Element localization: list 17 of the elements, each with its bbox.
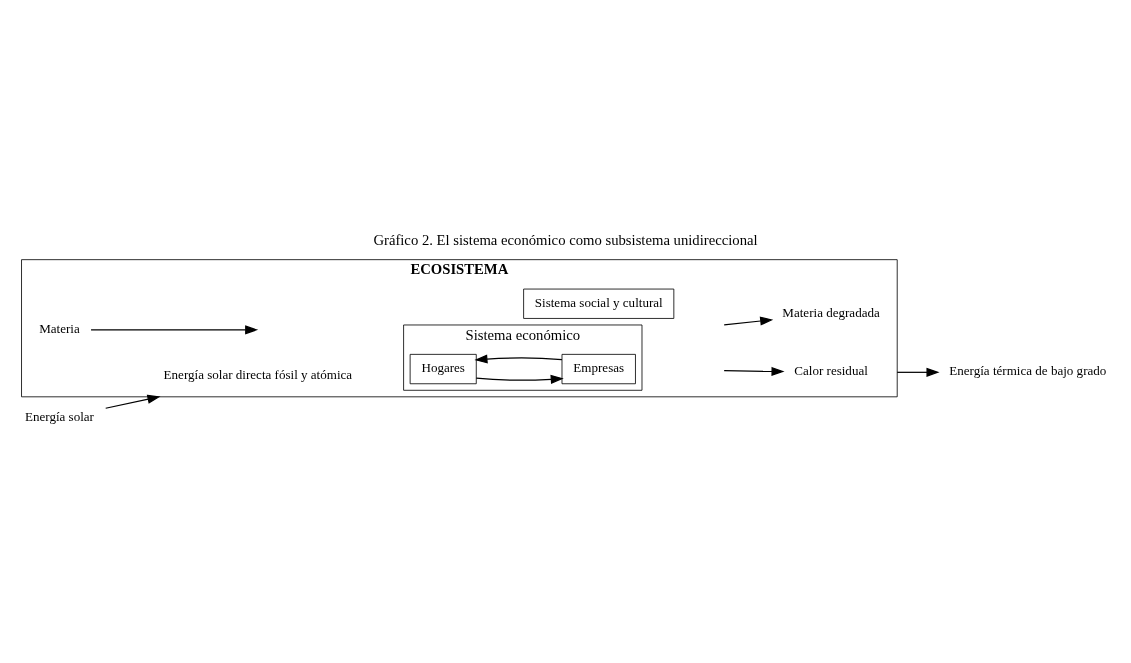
node-text: Materia degradada: [782, 304, 880, 320]
arrow: [723, 366, 785, 376]
node-text: Materia: [39, 320, 80, 336]
diagram-title: Gráfico 2. El sistema económico como subsistema unidireccional: [373, 232, 758, 249]
node-box: Hogares: [409, 353, 477, 385]
node-text: Energía térmica de bajo grado: [949, 363, 1107, 379]
node-box: Empresas: [561, 353, 636, 385]
arrow: [105, 394, 161, 409]
node-box: Sistema social y cultural: [523, 288, 675, 319]
arrow: [474, 354, 563, 364]
arrow: [723, 316, 774, 326]
node-text: Energía solar directa fósil y atómica: [163, 366, 353, 382]
node-text: Energía solar: [25, 409, 94, 425]
node-text: Calor residual: [794, 363, 868, 379]
arrow: [90, 325, 259, 335]
arrow: [896, 367, 940, 377]
arrow: [475, 374, 564, 384]
